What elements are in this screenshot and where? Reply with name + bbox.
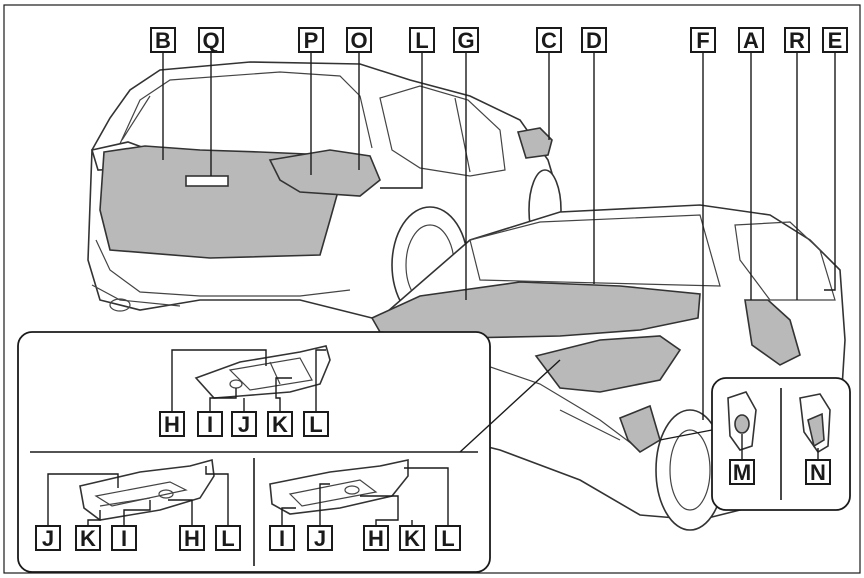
label-inset-top-H: H — [160, 412, 184, 437]
svg-text:L: L — [309, 412, 322, 437]
svg-text:I: I — [121, 526, 127, 551]
svg-text:B: B — [155, 28, 171, 53]
label-D: D — [582, 28, 606, 53]
label-G: G — [454, 28, 478, 53]
svg-text:R: R — [789, 28, 805, 53]
label-inset-top-I: I — [198, 412, 222, 437]
label-inset-br-I: I — [270, 526, 294, 551]
label-L: L — [410, 28, 434, 53]
svg-text:E: E — [828, 28, 843, 53]
label-inset-bl-J: J — [36, 526, 60, 551]
svg-text:N: N — [810, 460, 826, 485]
label-R: R — [785, 28, 809, 53]
label-C: C — [537, 28, 561, 53]
svg-text:F: F — [696, 28, 709, 53]
svg-text:D: D — [586, 28, 602, 53]
label-inset-top-L: L — [304, 412, 328, 437]
svg-text:J: J — [238, 412, 250, 437]
svg-text:L: L — [415, 28, 428, 53]
svg-text:K: K — [272, 412, 288, 437]
label-inset-bl-L: L — [216, 526, 240, 551]
label-inset-bl-H: H — [180, 526, 204, 551]
svg-text:P: P — [304, 28, 319, 53]
svg-text:M: M — [733, 460, 751, 485]
svg-text:H: H — [368, 526, 384, 551]
license-plate-light — [186, 176, 228, 186]
label-inset-top-K: K — [268, 412, 292, 437]
label-inset-br-J: J — [308, 526, 332, 551]
label-inset-bl-I: I — [112, 526, 136, 551]
svg-text:L: L — [221, 526, 234, 551]
label-A: A — [739, 28, 763, 53]
svg-text:G: G — [457, 28, 474, 53]
label-N: N — [806, 460, 830, 485]
label-O: O — [347, 28, 371, 53]
label-Q: Q — [199, 28, 223, 53]
label-E: E — [823, 28, 847, 53]
svg-text:I: I — [207, 412, 213, 437]
label-B: B — [151, 28, 175, 53]
svg-text:L: L — [441, 526, 454, 551]
svg-text:A: A — [743, 28, 759, 53]
label-inset-bl-K: K — [76, 526, 100, 551]
label-inset-br-L: L — [436, 526, 460, 551]
label-inset-br-K: K — [400, 526, 424, 551]
svg-text:K: K — [404, 526, 420, 551]
svg-text:H: H — [164, 412, 180, 437]
label-M: M — [730, 460, 754, 485]
svg-text:I: I — [279, 526, 285, 551]
svg-text:J: J — [314, 526, 326, 551]
label-inset-top-J: J — [232, 412, 256, 437]
svg-text:O: O — [350, 28, 367, 53]
label-F: F — [691, 28, 715, 53]
svg-text:C: C — [541, 28, 557, 53]
svg-text:Q: Q — [202, 28, 219, 53]
svg-text:K: K — [80, 526, 96, 551]
svg-text:J: J — [42, 526, 54, 551]
label-P: P — [299, 28, 323, 53]
svg-text:H: H — [184, 526, 200, 551]
label-inset-br-H: H — [364, 526, 388, 551]
